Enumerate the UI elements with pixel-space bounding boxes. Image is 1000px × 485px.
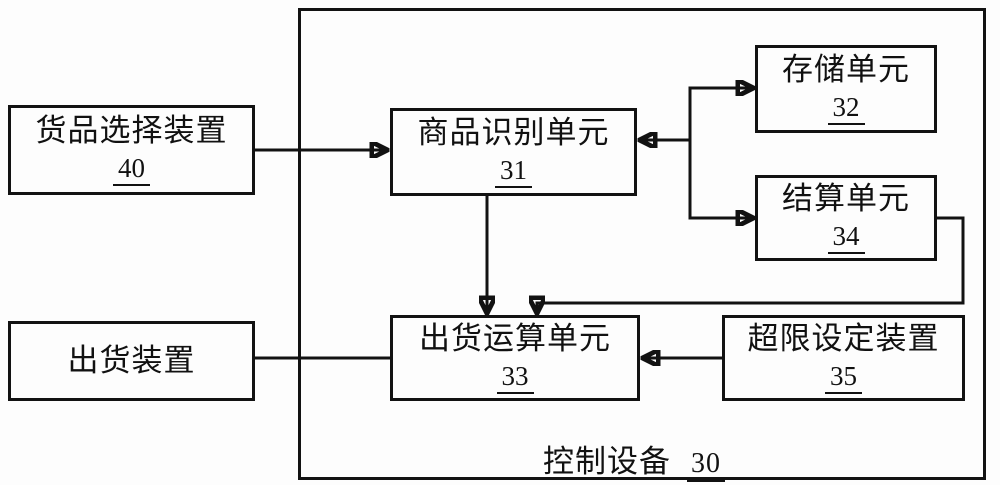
box-product-recognition-unit: 商品识别单元 31 — [390, 108, 637, 196]
box-settlement-label: 结算单元 — [782, 181, 910, 217]
box-storage-label: 存储单元 — [782, 52, 910, 88]
arrow-branch-to-product-recognition — [641, 88, 692, 140]
box-dispatch-device-label: 出货装置 — [67, 342, 196, 378]
box-settlement-number: 34 — [827, 221, 865, 254]
box-storage-number: 32 — [827, 92, 865, 125]
box-dispatch-computation-number: 33 — [496, 361, 534, 394]
box-storage-unit: 存储单元 32 — [755, 45, 937, 133]
box-settlement-unit: 结算单元 34 — [755, 175, 937, 261]
control-device-label: 控制设备 30 — [543, 436, 725, 482]
box-dispatch-computation-unit: 出货运算单元 33 — [390, 315, 640, 401]
control-device-label-number: 30 — [687, 448, 725, 482]
control-device-boundary-box — [298, 8, 986, 480]
box-limit-setting-label: 超限设定装置 — [747, 321, 940, 357]
arrow-settlement-to-dispatch-computation — [537, 216, 965, 312]
box-product-recognition-number: 31 — [495, 155, 532, 188]
control-device-label-text: 控制设备 — [543, 444, 671, 479]
arrow-product-recognition-to-storage — [688, 88, 752, 140]
box-limit-setting-device: 超限设定装置 35 — [722, 315, 965, 401]
box-limit-setting-number: 35 — [825, 361, 862, 394]
box-product-recognition-label: 商品识别单元 — [417, 115, 610, 151]
arrow-product-recognition-to-settlement — [688, 140, 752, 218]
box-goods-selection-device: 货品选择装置 40 — [8, 105, 255, 195]
box-dispatch-computation-label: 出货运算单元 — [419, 321, 611, 357]
box-goods-selection-label: 货品选择装置 — [35, 113, 228, 149]
box-goods-selection-number: 40 — [113, 153, 150, 186]
box-dispatch-device: 出货装置 — [8, 321, 255, 401]
